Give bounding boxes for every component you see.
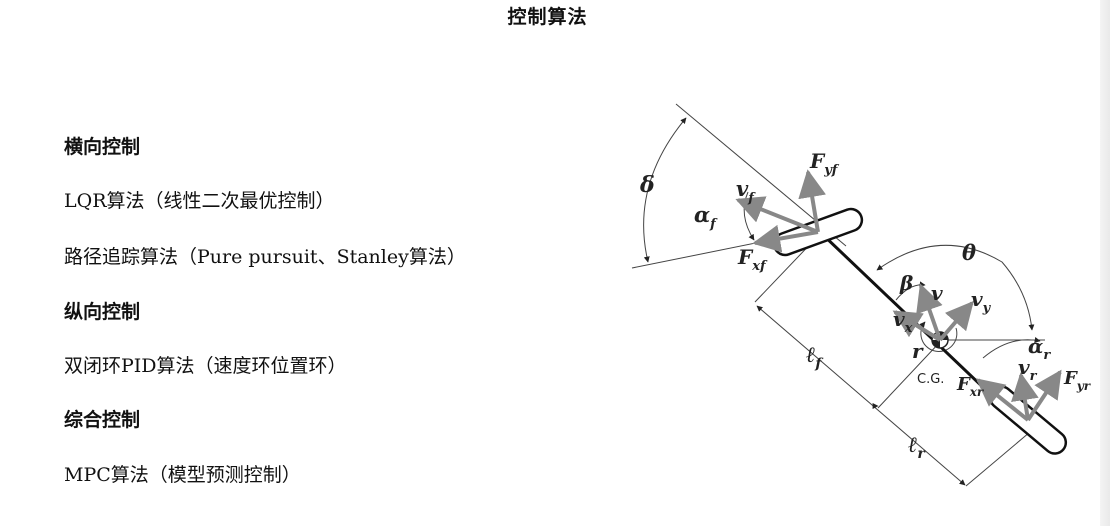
list-item-pid: 双闭环PID算法（速度环位置环）: [64, 355, 347, 377]
section-heading-lateral: 横向控制: [64, 136, 141, 158]
page-title: 控制算法: [507, 6, 588, 28]
label-F-yr: Fyr: [1063, 368, 1092, 393]
label-v-f: vf: [736, 176, 756, 206]
list-item-mpc: MPC算法（模型预测控制）: [64, 464, 301, 486]
label-v-x: vx: [893, 307, 913, 336]
label-alpha-f: αf: [694, 202, 718, 232]
label-theta: θ: [962, 240, 976, 265]
list-item-path-tracking: 路径追踪算法（Pure pursuit、Stanley算法）: [64, 246, 466, 268]
section-heading-integrated: 综合控制: [64, 409, 141, 431]
label-F-xr: Fxr: [956, 374, 985, 399]
label-l-r: ℓr: [908, 432, 926, 462]
vector-arrows: [735, 169, 1062, 422]
section-heading-longitudinal: 纵向控制: [64, 301, 141, 323]
label-cg: C.G.: [917, 372, 944, 387]
label-F-xf: Fxf: [737, 245, 768, 274]
list-item-lqr: LQR算法（线性二次最优控制）: [64, 190, 335, 212]
label-beta: β: [899, 271, 913, 295]
label-v-r: vr: [1018, 355, 1038, 384]
label-r: r: [912, 339, 924, 363]
scrollbar-track[interactable]: [1100, 0, 1110, 526]
label-v-y: vy: [971, 287, 992, 316]
label-alpha-r: αr: [1028, 334, 1051, 363]
label-l-f: ℓf: [806, 342, 824, 372]
reference-lines: [631, 103, 1045, 487]
label-v: v: [931, 281, 943, 305]
label-F-yf: Fyf: [809, 149, 840, 178]
label-delta: δ: [639, 172, 655, 198]
